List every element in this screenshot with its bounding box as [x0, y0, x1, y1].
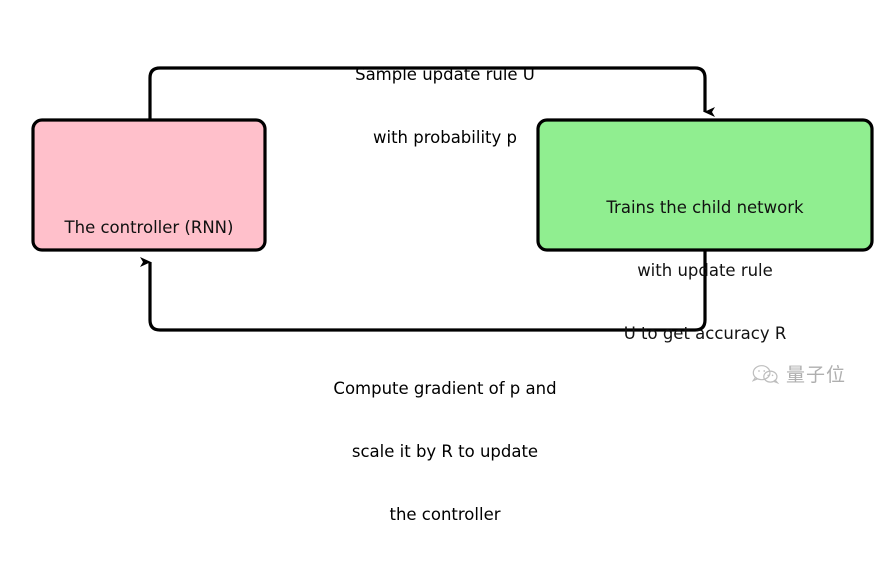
- edge-caption-line: scale it by R to update: [351, 442, 539, 461]
- node-label-line: U to get accuracy R: [623, 324, 787, 343]
- edge-caption-line: the controller: [389, 505, 501, 524]
- node-controller-label: The controller (RNN): [33, 175, 265, 280]
- node-controller[interactable]: [31, 118, 267, 252]
- edge-controller-to-child: [148, 66, 715, 120]
- edge-caption-line: Sample update rule U: [355, 65, 535, 84]
- node-label-line: with update rule: [637, 261, 773, 280]
- edge-caption-controller-to-child: Sample update rule U with probability p: [245, 22, 645, 190]
- node-child-network[interactable]: [536, 118, 874, 252]
- edge-caption-child-to-controller: Compute gradient of p and scale it by R …: [245, 336, 645, 567]
- watermark-text: 量子位: [786, 364, 847, 386]
- edge-child-to-controller: [140, 250, 707, 332]
- wechat-icon: [752, 364, 780, 384]
- watermark: 量子位: [752, 360, 846, 387]
- node-child-network-label: Trains the child network with update rul…: [538, 155, 872, 386]
- node-label-line: Trains the child network: [606, 198, 804, 217]
- edge-caption-line: Compute gradient of p and: [333, 379, 557, 398]
- diagram-canvas: Sample update rule U with probability p …: [31, 22, 874, 524]
- node-label-line: The controller (RNN): [64, 218, 234, 237]
- edge-caption-line: with probability p: [372, 128, 517, 147]
- flow-connectors-and-nodes: [31, 66, 874, 332]
